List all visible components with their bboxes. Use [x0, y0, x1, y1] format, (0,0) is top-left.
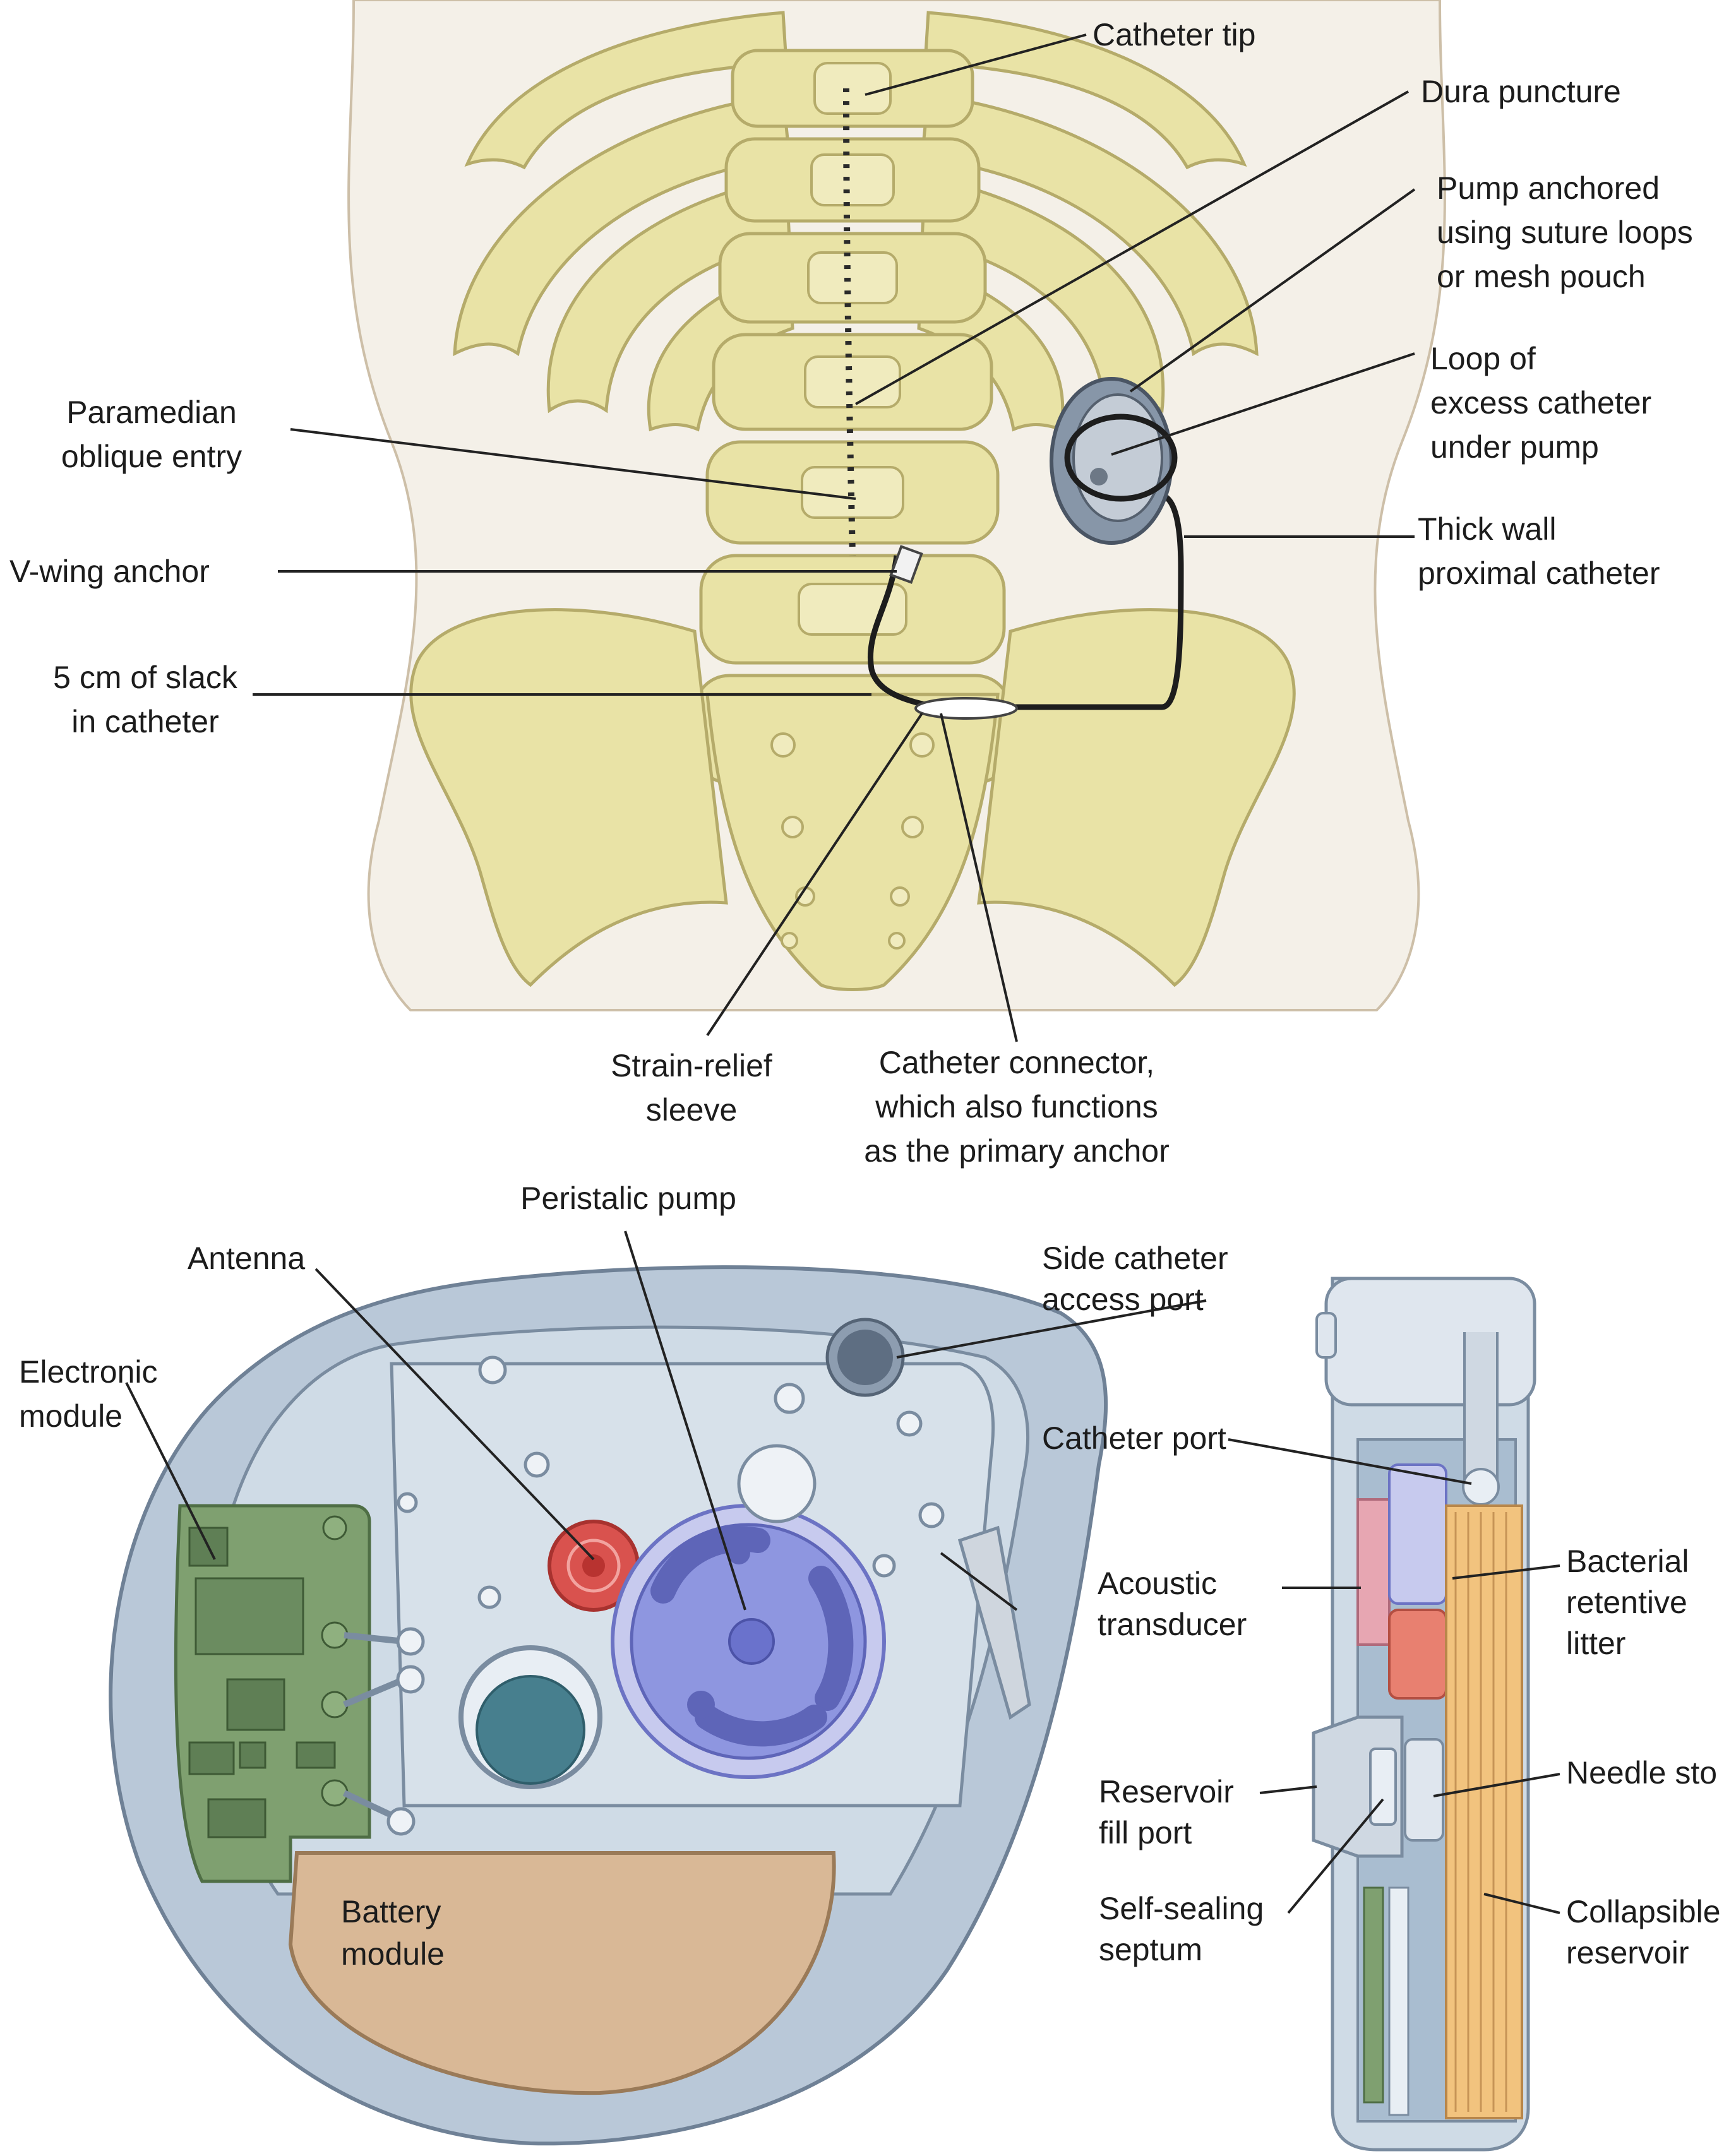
label-loop-excess-catheter: Loop of excess catheter under pump: [1430, 341, 1651, 465]
svg-text:Electronic: Electronic: [19, 1354, 158, 1390]
svg-text:Reservoir: Reservoir: [1099, 1774, 1234, 1809]
svg-text:Strain-relief: Strain-relief: [611, 1048, 772, 1083]
svg-text:Bacterial: Bacterial: [1566, 1544, 1689, 1579]
svg-text:excess catheter: excess catheter: [1430, 385, 1651, 420]
svg-text:proximal catheter: proximal catheter: [1418, 556, 1660, 591]
side-catheter-access-port: [827, 1319, 903, 1395]
label-bacterial-filter: Bacterial retentive litter: [1566, 1544, 1689, 1661]
svg-text:5 cm of slack: 5 cm of slack: [53, 660, 238, 695]
svg-text:using suture loops: using suture loops: [1437, 215, 1693, 250]
label-paramedian-entry: Paramedian oblique entry: [61, 395, 242, 474]
svg-text:transducer: transducer: [1098, 1607, 1247, 1642]
pump-side-view-diagram: Catheter port Acoustic transducer Bacter…: [1042, 1278, 1721, 2150]
svg-text:Acoustic: Acoustic: [1098, 1566, 1217, 1601]
svg-text:which also functions: which also functions: [875, 1089, 1158, 1124]
label-catheter-connector: Catheter connector, which also functions…: [864, 1045, 1170, 1169]
svg-text:reservoir: reservoir: [1566, 1935, 1689, 1970]
svg-text:Paramedian: Paramedian: [66, 395, 237, 430]
label-acoustic-transducer: Acoustic transducer: [1098, 1566, 1247, 1642]
svg-text:retentive: retentive: [1566, 1585, 1687, 1620]
label-electronic-module: Electronic module: [19, 1354, 158, 1434]
svg-text:access port: access port: [1042, 1282, 1204, 1317]
label-slack: 5 cm of slack in catheter: [53, 660, 238, 739]
peristaltic-pump-rotor: [613, 1506, 884, 1777]
label-pump-anchored: Pump anchored using suture loops or mesh…: [1437, 170, 1693, 294]
label-self-sealing-septum: Self-sealing septum: [1099, 1891, 1264, 1967]
svg-text:Collapsible: Collapsible: [1566, 1894, 1721, 1929]
label-strain-relief: Strain-relief sleeve: [611, 1048, 772, 1128]
svg-text:Battery: Battery: [341, 1894, 441, 1929]
label-reservoir-fill-port: Reservoir fill port: [1099, 1774, 1234, 1850]
svg-text:litter: litter: [1566, 1626, 1625, 1661]
implanted-pump: [1051, 379, 1175, 543]
svg-text:Loop of: Loop of: [1430, 341, 1536, 376]
svg-text:or mesh pouch: or mesh pouch: [1437, 259, 1646, 294]
svg-text:oblique entry: oblique entry: [61, 439, 242, 474]
svg-text:module: module: [341, 1936, 445, 1972]
acoustic-transducer: [1358, 1499, 1389, 1645]
label-dura-puncture: Dura puncture: [1421, 74, 1621, 109]
label-v-wing-anchor: V-wing anchor: [9, 554, 210, 589]
svg-text:as the primary anchor: as the primary anchor: [864, 1133, 1170, 1169]
needle-stop: [1405, 1739, 1443, 1840]
label-side-catheter-port: Side catheter access port: [1042, 1241, 1228, 1317]
pump-interior-diagram: Peristalic pump Antenna Electronic modul…: [19, 1181, 1228, 2143]
label-catheter-port: Catheter port: [1042, 1420, 1226, 1456]
label-catheter-tip: Catheter tip: [1092, 17, 1255, 52]
svg-text:under pump: under pump: [1430, 429, 1599, 465]
label-peristaltic-pump: Peristalic pump: [520, 1181, 736, 1216]
label-thick-wall-catheter: Thick wall proximal catheter: [1418, 511, 1660, 591]
svg-text:module: module: [19, 1398, 123, 1434]
catheter-connector-shape: [916, 698, 1017, 718]
svg-text:septum: septum: [1099, 1932, 1202, 1967]
collapsible-reservoir: [1446, 1506, 1522, 2118]
side-view-cap: [1326, 1278, 1535, 1405]
svg-text:Side catheter: Side catheter: [1042, 1241, 1228, 1276]
svg-text:Catheter connector,: Catheter connector,: [879, 1045, 1154, 1080]
svg-text:sleeve: sleeve: [646, 1092, 738, 1128]
svg-text:Pump anchored: Pump anchored: [1437, 170, 1660, 206]
label-antenna: Antenna: [188, 1241, 305, 1276]
svg-text:Thick wall: Thick wall: [1418, 511, 1556, 547]
svg-text:fill port: fill port: [1099, 1815, 1192, 1850]
svg-text:Self-sealing: Self-sealing: [1099, 1891, 1264, 1926]
label-needle-stop: Needle sto: [1566, 1755, 1717, 1790]
top-anatomy-diagram: Catheter tip Dura puncture Pump anchored…: [9, 0, 1693, 1169]
svg-text:in catheter: in catheter: [71, 704, 218, 739]
label-collapsible-reservoir: Collapsible reservoir: [1566, 1894, 1721, 1970]
self-sealing-septum: [1370, 1749, 1396, 1825]
